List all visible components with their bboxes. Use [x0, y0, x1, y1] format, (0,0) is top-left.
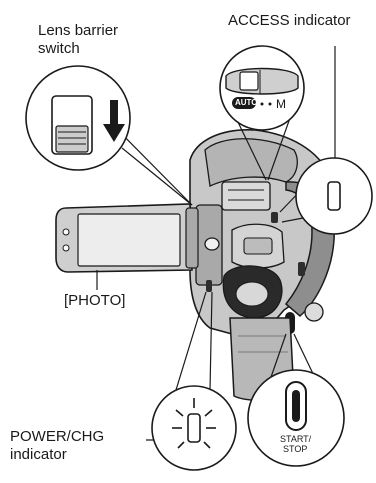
lens-barrier-leader-b: [122, 148, 192, 205]
lens-barrier-callout: [26, 66, 130, 170]
power-chg-callout: [152, 386, 236, 470]
access-indicator-label: ACCESS indicator: [228, 12, 351, 29]
lcd-screen: [56, 204, 198, 272]
power-chg-label-line2: indicator: [10, 446, 67, 463]
power-callout-leader-a: [176, 292, 206, 390]
start-stop-label-line1: START/: [280, 434, 311, 444]
lens-barrier-label-line2: switch: [38, 40, 80, 57]
mode-auto-label: AUTO: [235, 98, 258, 108]
lens-barrier-label-line1: Lens barrier: [38, 22, 118, 39]
access-indicator-callout: [296, 158, 372, 234]
start-stop-label-line2: STOP: [283, 444, 307, 454]
photo-button-label: [PHOTO]: [64, 292, 125, 309]
mode-switch-callout: [220, 46, 304, 130]
mode-m-label: M: [276, 96, 286, 113]
power-chg-label-line1: POWER/CHG: [10, 428, 104, 445]
